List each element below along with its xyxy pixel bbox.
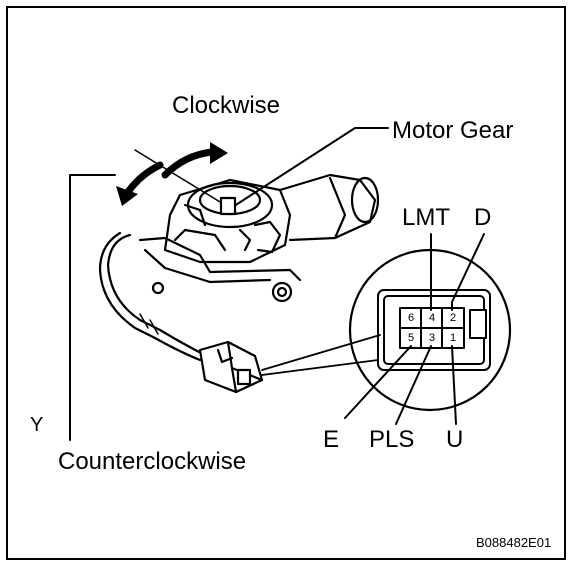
motor-gear-leader — [227, 127, 389, 211]
pin-label-u: U — [446, 426, 464, 453]
diagram-frame — [6, 6, 566, 560]
wire-harness — [106, 233, 207, 357]
clockwise-arrowhead — [210, 142, 228, 164]
clockwise-label: Clockwise — [172, 92, 281, 119]
pls-leader — [395, 345, 432, 425]
clockwise-arrow — [161, 148, 216, 179]
u-leader — [451, 345, 457, 425]
pin-label-e: E — [323, 426, 340, 453]
counterclockwise-arrowhead — [116, 186, 138, 206]
pin-label-d: D — [474, 204, 492, 231]
window-motor — [138, 173, 380, 303]
pin-number: 4 — [428, 312, 436, 324]
pin-number: 3 — [428, 332, 436, 344]
figure-code: B088482E01 — [476, 535, 552, 550]
y-label: Y — [30, 414, 44, 436]
d-leader — [451, 233, 485, 311]
pin-label-pls: PLS — [369, 426, 415, 453]
e-leader — [344, 345, 412, 419]
pin-number: 1 — [449, 332, 457, 344]
pin-number: 2 — [449, 312, 457, 324]
motor-gear-label: Motor Gear — [392, 117, 514, 144]
pin-label-lmt: LMT — [402, 204, 450, 231]
pin-number: 5 — [407, 332, 415, 344]
connector-face — [377, 289, 491, 371]
counterclockwise-label: Counterclockwise — [58, 448, 247, 475]
counterclockwise-leader — [69, 174, 116, 441]
pin-number: 6 — [407, 312, 415, 324]
counterclockwise-arrow — [124, 161, 164, 196]
connector-plug — [198, 340, 264, 394]
